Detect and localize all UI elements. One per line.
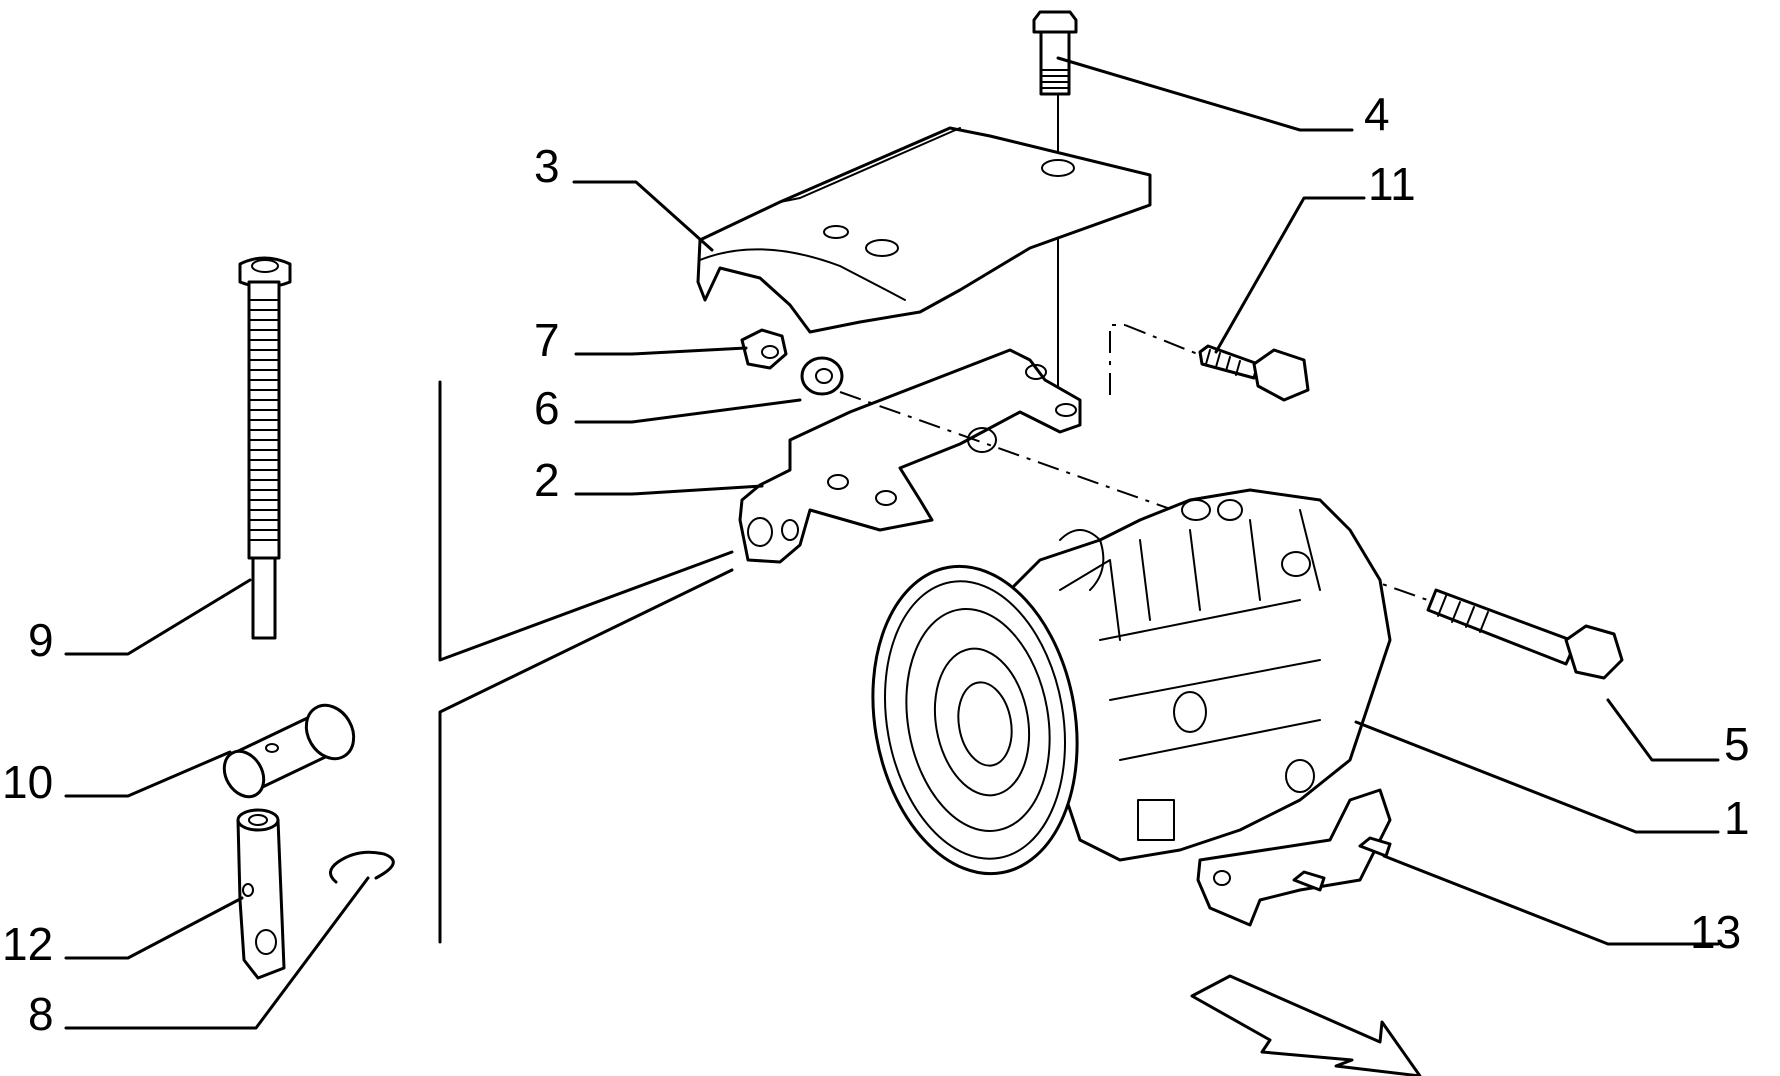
- part-7-nut: [740, 328, 788, 370]
- callout-1: 1: [1724, 792, 1750, 844]
- leader-lines: [64, 56, 1720, 1030]
- part-5-long-bolt: [1426, 588, 1624, 680]
- part-12-fork: [236, 808, 286, 980]
- part-13-bracket: [1196, 788, 1392, 927]
- part-6-washer: [800, 356, 844, 396]
- callout-2: 2: [534, 454, 560, 506]
- part-8-clip: [329, 850, 395, 884]
- callout-12: 12: [2, 918, 53, 970]
- callout-4: 4: [1364, 88, 1390, 140]
- part-3-cover-plate: [696, 126, 1152, 334]
- callout-7: 7: [534, 314, 560, 366]
- part-11-bolt: [1198, 344, 1310, 402]
- callout-13: 13: [1690, 906, 1741, 958]
- part-2-bracket: [738, 348, 1082, 564]
- callout-10: 10: [2, 756, 53, 808]
- callout-3: 3: [534, 140, 560, 192]
- part-9-screw: [238, 256, 292, 640]
- part-4-bolt: [1032, 10, 1078, 396]
- callout-11: 11: [1368, 158, 1416, 210]
- part-10-pin: [222, 703, 356, 799]
- part-1-compressor: [871, 488, 1392, 876]
- callout-9: 9: [28, 614, 54, 666]
- direction-arrow: [1190, 974, 1422, 1076]
- callout-labels: 4 11 3 7 6 2 9 10 12 8 5 1 13: [2, 88, 1750, 1040]
- callout-5: 5: [1724, 718, 1750, 770]
- callout-6: 6: [534, 382, 560, 434]
- callout-8: 8: [28, 988, 54, 1040]
